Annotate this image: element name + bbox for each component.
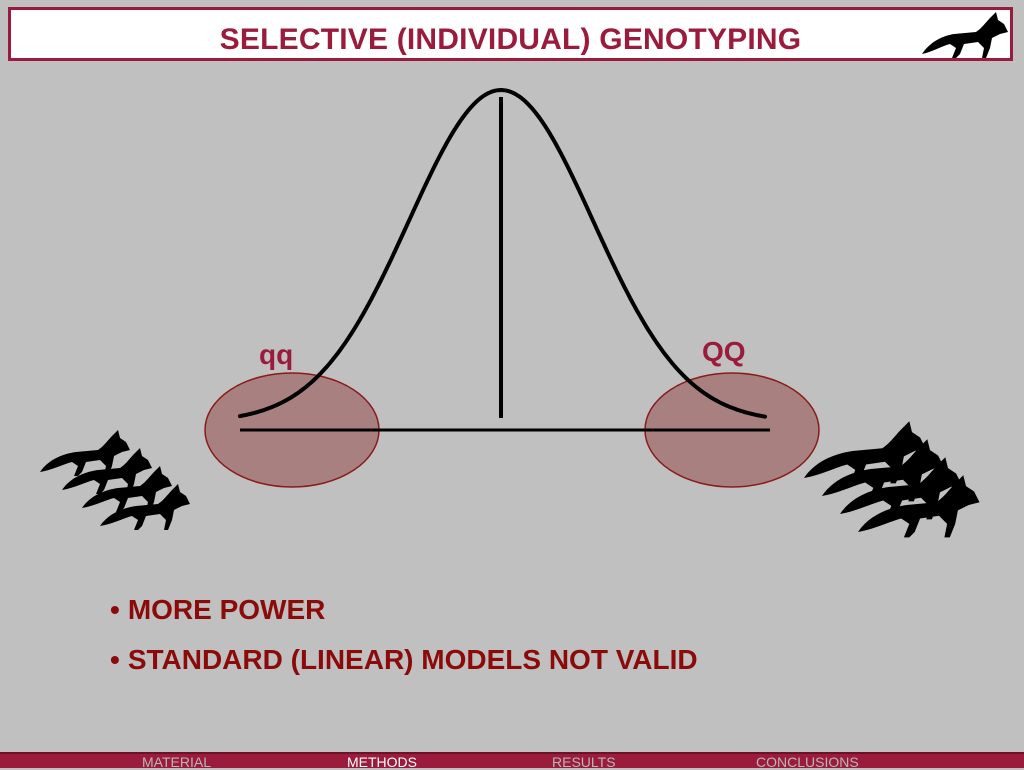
bullet-item: •STANDARD (LINEAR) MODELS NOT VALID [110, 642, 698, 692]
title-banner: SELECTIVE (INDIVIDUAL) GENOTYPING [8, 7, 1013, 61]
distribution-curve [238, 88, 767, 419]
bullet-text: STANDARD (LINEAR) MODELS NOT VALID [127, 644, 698, 675]
bullet-text: MORE POWER [127, 594, 326, 625]
nav-conclusions[interactable]: CONCLUSIONS [756, 754, 859, 770]
nav-methods[interactable]: METHODS [347, 754, 417, 770]
bullet-item: •MORE POWER [110, 592, 698, 642]
bullet-marker: • [110, 594, 120, 625]
nav-results[interactable]: RESULTS [552, 754, 616, 770]
section-navbar: MATERIAL METHODS RESULTS CONCLUSIONS [0, 752, 1024, 770]
left-tail-label: qq [259, 339, 293, 370]
fox-pack-large-icon [804, 421, 980, 538]
fox-icon [922, 12, 1008, 58]
nav-material[interactable]: MATERIAL [142, 754, 211, 770]
page-title: SELECTIVE (INDIVIDUAL) GENOTYPING [219, 23, 802, 56]
bullet-marker: • [110, 644, 120, 675]
right-tail-label: QQ [702, 336, 746, 367]
fox-pack-small-icon [40, 430, 190, 530]
bullet-list: •MORE POWER •STANDARD (LINEAR) MODELS NO… [110, 592, 698, 692]
